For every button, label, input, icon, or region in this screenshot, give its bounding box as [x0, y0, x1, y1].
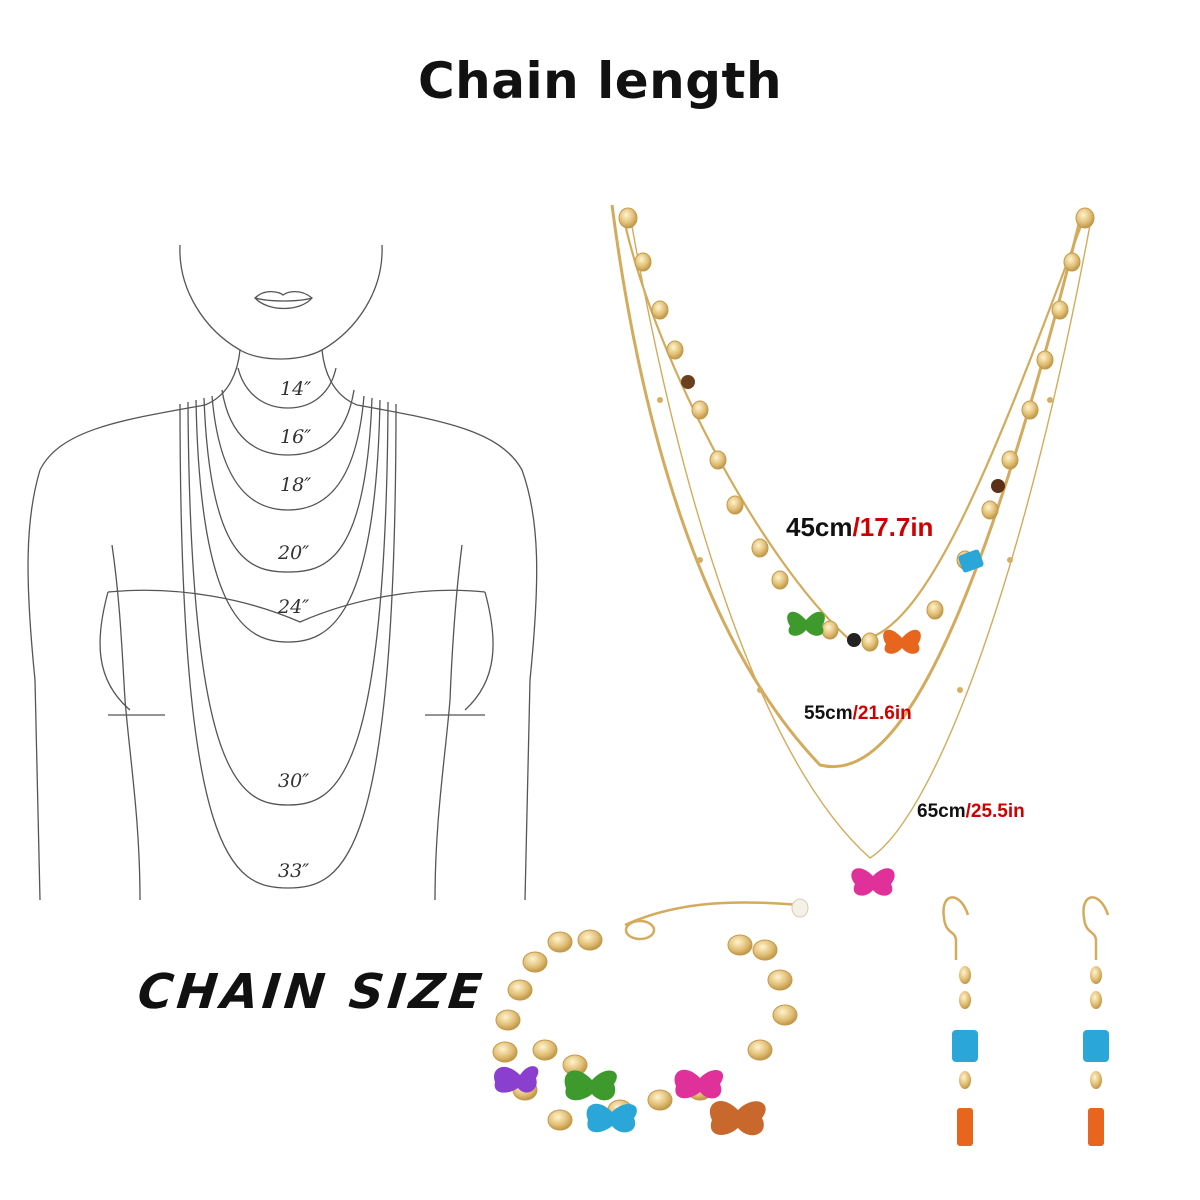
neck-outline-right: [321, 244, 383, 406]
curve-16: [221, 389, 355, 456]
length-label-30: 30″: [278, 770, 310, 792]
chain-65: [629, 214, 1091, 859]
right-shoulder: [356, 404, 538, 901]
neck-outline-left: [179, 244, 241, 406]
curve-24: [195, 399, 381, 643]
bead-black: [847, 633, 861, 647]
chin: [239, 349, 323, 360]
pendant-butterfly-pink: [851, 868, 895, 896]
curve-18: [211, 395, 365, 511]
measurement-45-sep: /: [852, 512, 860, 542]
length-label-18: 18″: [280, 474, 312, 496]
butterfly-turquoise: [586, 1103, 637, 1133]
butterfly-pink-bracelet: [674, 1069, 724, 1099]
curve-30: [187, 401, 389, 806]
length-label-14: 14″: [280, 378, 312, 400]
measurement-45-cm: 45cm: [786, 512, 853, 542]
bust: [107, 589, 486, 623]
page-title: Chain length: [417, 52, 783, 110]
measurement-55: 55cm/21.6in: [804, 703, 912, 725]
measurement-45: 45cm/17.7in: [786, 512, 933, 543]
measurement-65-in: 25.5in: [970, 801, 1025, 822]
butterfly-green: [787, 611, 825, 636]
bracelet-extender: [624, 901, 801, 941]
bracelet-butterflies: [494, 1066, 766, 1136]
measurement-55-in: 21.6in: [857, 703, 912, 724]
butterfly-purple: [494, 1066, 539, 1093]
bead-brown-left: [681, 375, 695, 389]
measurement-55-cm: 55cm: [804, 703, 853, 724]
chain-45-discs: [618, 207, 1095, 652]
left-shoulder: [27, 404, 206, 901]
curve-14: [237, 367, 337, 409]
butterfly-green-bracelet: [564, 1070, 617, 1101]
bead-turquoise: [958, 549, 984, 573]
bracelet-discs: [492, 929, 798, 1131]
measurement-65-cm: 65cm: [917, 801, 966, 822]
length-label-33: 33″: [278, 860, 310, 882]
length-label-16: 16″: [280, 426, 312, 448]
measurement-45-in: 17.7in: [859, 512, 934, 542]
earring-left: [942, 896, 978, 1146]
earring-right: [1082, 896, 1110, 1146]
butterfly-orange-bracelet: [709, 1101, 766, 1136]
bead-brown-right: [991, 479, 1005, 493]
length-label-24: 24″: [278, 596, 310, 618]
curve-33: [179, 403, 397, 889]
measurement-55-sep: /: [852, 703, 858, 724]
pearl: [791, 898, 809, 918]
butterfly-orange: [883, 629, 921, 654]
lips: [254, 290, 313, 310]
length-label-20: 20″: [278, 542, 310, 564]
curve-20: [203, 397, 373, 573]
measurement-65-sep: /: [965, 801, 971, 822]
measurement-65: 65cm/25.5in: [917, 801, 1025, 823]
